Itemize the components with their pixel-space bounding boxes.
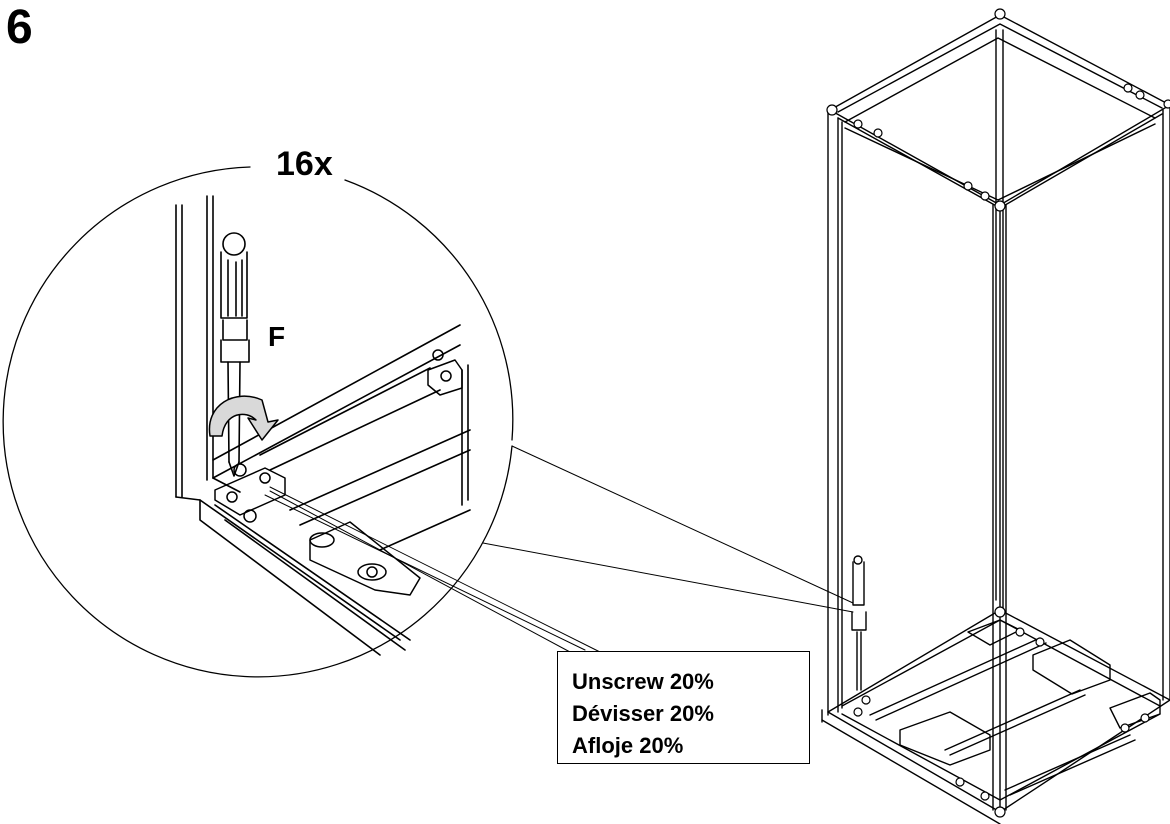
leader-line-lower xyxy=(482,542,854,613)
instruction-spanish: Afloje 20% xyxy=(572,733,684,758)
detail-circle xyxy=(2,166,513,678)
detail-slot-bracket xyxy=(309,521,421,596)
detail-rails xyxy=(212,324,471,551)
note-leader-3 xyxy=(264,494,586,651)
detail-circle-top-right xyxy=(344,179,514,441)
note-leader-1 xyxy=(269,486,601,653)
detail-bracket-right xyxy=(427,349,463,396)
detail-bracket-front xyxy=(214,463,286,523)
detail-post xyxy=(175,195,214,498)
instruction-french: Dévisser 20% xyxy=(572,701,714,726)
instruction-english: Unscrew 20% xyxy=(572,669,714,694)
cabinet-frame-icon xyxy=(821,14,1170,824)
detail-right-post xyxy=(461,364,469,506)
rotation-arrow-icon xyxy=(208,395,279,441)
instruction-box: Unscrew 20% Dévisser 20% Afloje 20% xyxy=(557,651,810,764)
quantity-label: 16x xyxy=(272,147,337,181)
cabinet-bolts xyxy=(826,8,1170,818)
tool-label: F xyxy=(268,321,286,352)
screwdriver-icon xyxy=(220,232,250,477)
note-leader-2 xyxy=(269,490,571,653)
detail-base xyxy=(175,477,411,656)
step-number: 6 xyxy=(6,1,33,54)
leader-line-upper xyxy=(511,445,854,604)
